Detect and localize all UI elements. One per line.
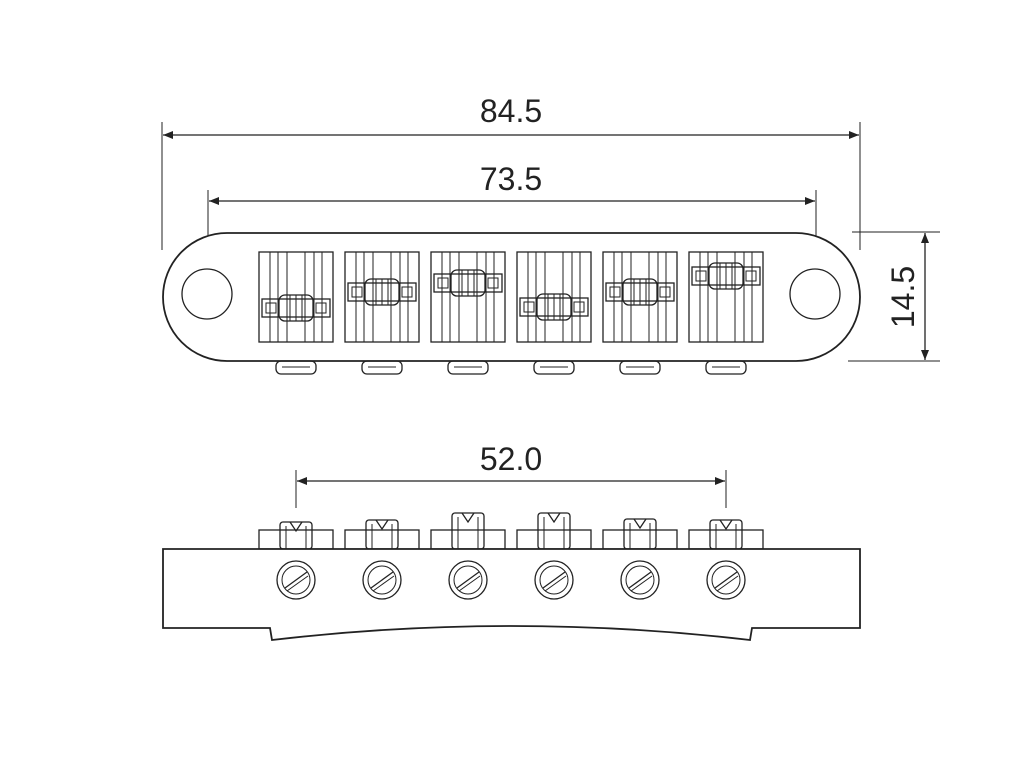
intonation-screws-top [275,360,747,375]
post-hole-right [789,268,841,320]
screw-head-side [276,560,316,600]
screw-head-side [362,560,402,600]
screw-head-top [619,360,661,375]
screw-head-side [448,560,488,600]
bridge-body-side [162,548,861,641]
bridge-body-top [162,232,861,362]
saddle-top [516,251,592,343]
saddle-side [430,512,506,550]
saddle-top [344,251,420,343]
screw-head-side [620,560,660,600]
post-hole-left [181,268,233,320]
saddle-top [430,251,506,343]
string-spread-label: 52.0 [480,441,542,477]
saddle-side [516,512,592,550]
screw-head-top [361,360,403,375]
saddle-side [344,519,420,550]
saddle-top [602,251,678,343]
saddle-side [258,521,334,550]
screw-head-side [534,560,574,600]
dimension-height: 14.5 [848,231,940,362]
overall-length-label: 84.5 [480,93,542,129]
saddle-top [688,251,764,343]
screw-head-top [275,360,317,375]
post-spacing-label: 73.5 [480,161,542,197]
dimension-post-spacing: 73.5 [207,161,817,290]
saddle-top [258,251,334,343]
height-label: 14.5 [885,266,921,328]
screw-head-top [447,360,489,375]
saddles-side [258,512,764,550]
screw-head-top [533,360,575,375]
dimension-overall-length: 84.5 [161,93,861,250]
side-view: 52.0 [162,441,861,641]
saddle-side [602,518,678,550]
screw-head-side [706,560,746,600]
saddles-top [258,251,764,343]
top-view: 84.5 73.5 14.5 [161,93,940,375]
saddle-side [688,519,764,550]
intonation-screws-side [276,560,746,600]
screw-head-top [705,360,747,375]
dimension-string-spread: 52.0 [295,441,727,508]
